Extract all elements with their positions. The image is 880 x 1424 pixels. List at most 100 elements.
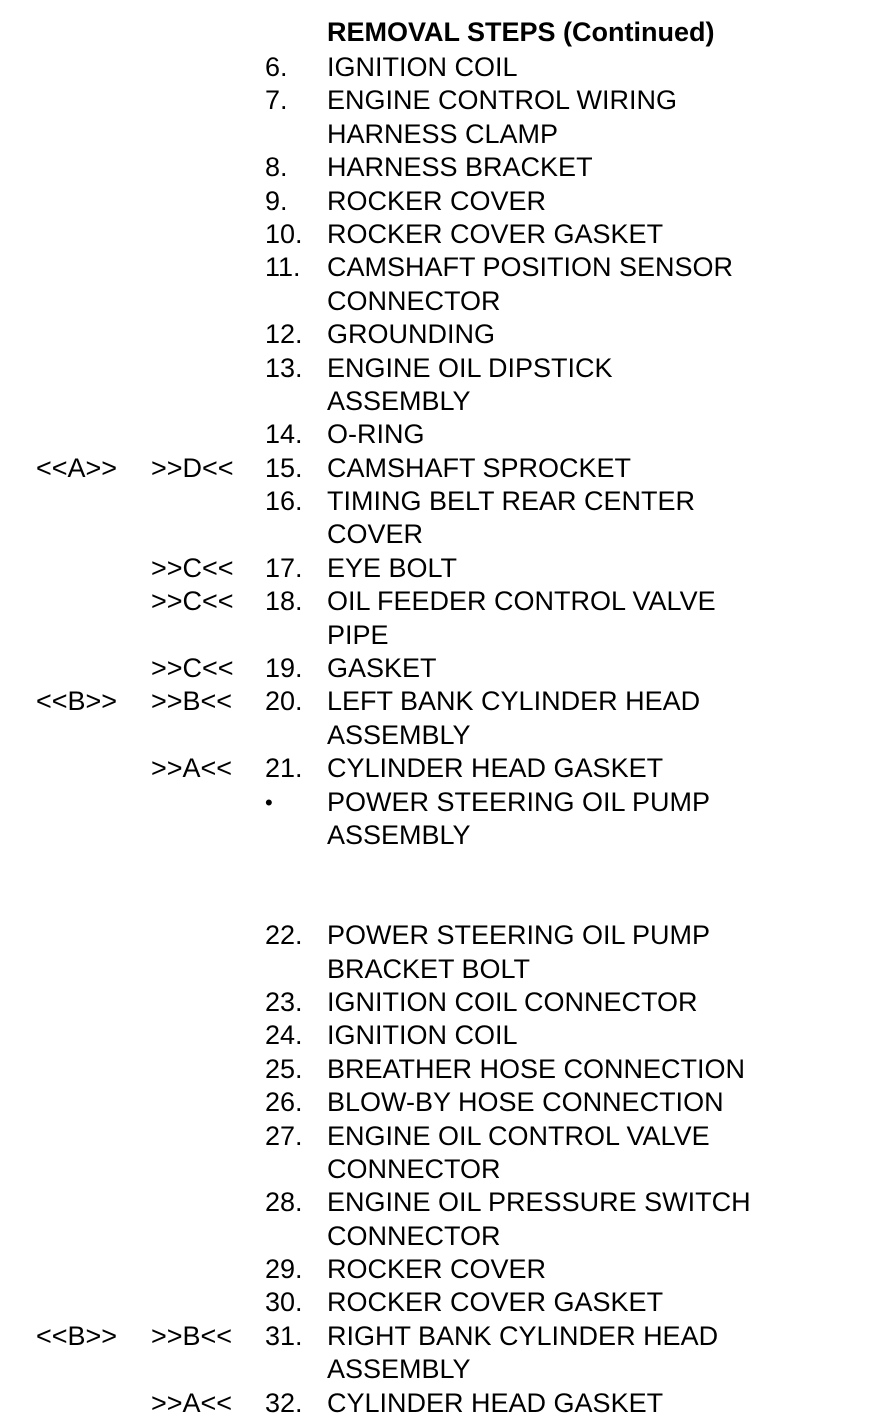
list-item: >>C<<19.GASKET	[0, 652, 880, 685]
list-item: >>C<<18.OIL FEEDER CONTROL VALVE	[0, 585, 880, 618]
step-text: ROCKER COVER	[327, 1254, 547, 1285]
step-number: 21.	[265, 753, 303, 784]
step-text: LEFT BANK CYLINDER HEAD	[327, 686, 701, 717]
step-number: 15.	[265, 452, 303, 483]
step-text: ENGINE CONTROL WIRING	[327, 85, 678, 116]
list-item	[0, 886, 880, 919]
list-item: ASSEMBLY	[0, 719, 880, 752]
step-text: HARNESS BRACKET	[327, 152, 593, 183]
step-text: ROCKER COVER	[327, 185, 547, 216]
step-number: 29.	[265, 1254, 303, 1285]
step-text: POWER STEERING OIL PUMP	[327, 920, 711, 951]
list-item: 13.ENGINE OIL DIPSTICK	[0, 352, 880, 385]
list-item: 9. ROCKER COVER	[0, 185, 880, 218]
step-number: 16.	[265, 486, 303, 517]
list-item: 7. ENGINE CONTROL WIRING	[0, 84, 880, 117]
step-text: IGNITION COIL	[327, 1020, 518, 1051]
step-text: TIMING BELT REAR CENTER	[327, 486, 696, 517]
removal-reference: >>C<<	[151, 552, 234, 583]
step-number: 25.	[265, 1053, 303, 1084]
list-item: 6.IGNITION COIL	[0, 51, 880, 84]
list-item: 24. IGNITION COIL	[0, 1019, 880, 1052]
list-item: 11. CAMSHAFT POSITION SENSOR	[0, 251, 880, 284]
step-text: ASSEMBLY	[327, 1354, 471, 1385]
step-text: CONNECTOR	[327, 1153, 501, 1184]
step-number: 28.	[265, 1187, 303, 1218]
list-item: <<B>>>>B<<20.LEFT BANK CYLINDER HEAD	[0, 685, 880, 718]
list-item	[0, 852, 880, 885]
step-number: 11.	[265, 252, 301, 283]
step-text: GASKET	[327, 653, 437, 684]
list-item: 8. HARNESS BRACKET	[0, 151, 880, 184]
step-number: 6.	[265, 52, 288, 82]
step-text: CAMSHAFT POSITION SENSOR	[327, 252, 734, 283]
step-number: 17.	[265, 552, 303, 583]
list-item: 10. ROCKER COVER GASKET	[0, 218, 880, 251]
step-number: 7.	[265, 85, 288, 116]
step-number: 13.	[265, 352, 303, 383]
step-text: O-RING	[327, 419, 425, 450]
step-text: RIGHT BANK CYLINDER HEAD	[327, 1320, 719, 1351]
step-text: ASSEMBLY	[327, 719, 471, 750]
step-text: PIPE	[327, 619, 389, 650]
step-text: ROCKER COVER GASKET	[327, 1287, 664, 1318]
step-number: 8.	[265, 152, 288, 183]
step-number: 30.	[265, 1287, 303, 1318]
step-number: 12.	[265, 319, 303, 350]
step-text: IGNITION COIL CONNECTOR	[327, 986, 698, 1017]
step-number: 19.	[265, 653, 303, 684]
list-item: HARNESS CLAMP	[0, 118, 880, 151]
step-number: 32.	[265, 1387, 303, 1418]
step-number: 23.	[265, 986, 303, 1017]
removal-reference: >>C<<	[151, 586, 234, 617]
step-number: 27.	[265, 1120, 303, 1151]
step-text: BLOW-BY HOSE CONNECTION	[327, 1087, 724, 1118]
step-text: CYLINDER HEAD GASKET	[327, 1387, 664, 1418]
step-text: ENGINE OIL CONTROL VALVE	[327, 1120, 710, 1151]
step-text: COVER	[327, 519, 424, 550]
step-number: 9.	[265, 185, 288, 216]
list-item: ASSEMBLY	[0, 385, 880, 418]
list-item: BRACKET BOLT	[0, 953, 880, 986]
list-item: CONNECTOR	[0, 1153, 880, 1186]
list-item: COVER	[0, 518, 880, 551]
list-item: 30. ROCKER COVER GASKET	[0, 1286, 880, 1319]
list-item: •POWER STEERING OIL PUMP	[0, 786, 880, 819]
step-number: 18.	[265, 586, 303, 617]
list-item: CONNECTOR	[0, 1220, 880, 1253]
step-text: ENGINE OIL PRESSURE SWITCH	[327, 1187, 751, 1218]
step-text: HARNESS CLAMP	[327, 118, 559, 149]
step-number: 10.	[265, 218, 303, 249]
removal-reference: >>A<<	[151, 1387, 233, 1418]
step-text: POWER STEERING OIL PUMP	[327, 786, 711, 817]
list-item: 16. TIMING BELT REAR CENTER	[0, 485, 880, 518]
step-text: CONNECTOR	[327, 1220, 501, 1251]
install-reference: <<B>>	[36, 686, 118, 717]
removal-reference: >>B<<	[151, 686, 233, 717]
step-text: ROCKER COVER GASKET	[327, 218, 664, 249]
step-number: 24.	[265, 1020, 303, 1051]
list-item: CONNECTOR	[0, 285, 880, 318]
step-text: BREATHER HOSE CONNECTION	[327, 1053, 746, 1084]
list-item: 14.O-RING	[0, 418, 880, 451]
list-item: >>C<<17.EYE BOLT	[0, 552, 880, 585]
step-text: ASSEMBLY	[327, 385, 471, 416]
step-text: CYLINDER HEAD GASKET	[327, 753, 664, 784]
list-item: PIPE	[0, 619, 880, 652]
list-item: >>A<< 21. CYLINDER HEAD GASKET	[0, 752, 880, 785]
list-item: 23. IGNITION COIL CONNECTOR	[0, 986, 880, 1019]
page-title: REMOVAL STEPS (Continued)	[327, 17, 715, 47]
list-item: 27. ENGINE OIL CONTROL VALVE	[0, 1120, 880, 1153]
removal-reference: >>A<<	[151, 753, 233, 784]
list-item: 26. BLOW-BY HOSE CONNECTION	[0, 1086, 880, 1119]
step-text: ASSEMBLY	[327, 819, 471, 850]
install-reference: <<B>>	[36, 1320, 118, 1351]
list-item: ASSEMBLY	[0, 819, 880, 852]
step-number: 22.	[265, 920, 303, 951]
step-text: CAMSHAFT SPROCKET	[327, 452, 632, 483]
list-item: <<A>>>>D<<15.CAMSHAFT SPROCKET	[0, 452, 880, 485]
step-number: 26.	[265, 1087, 303, 1118]
list-item: 29. ROCKER COVER	[0, 1253, 880, 1286]
install-reference: <<A>>	[36, 452, 118, 483]
